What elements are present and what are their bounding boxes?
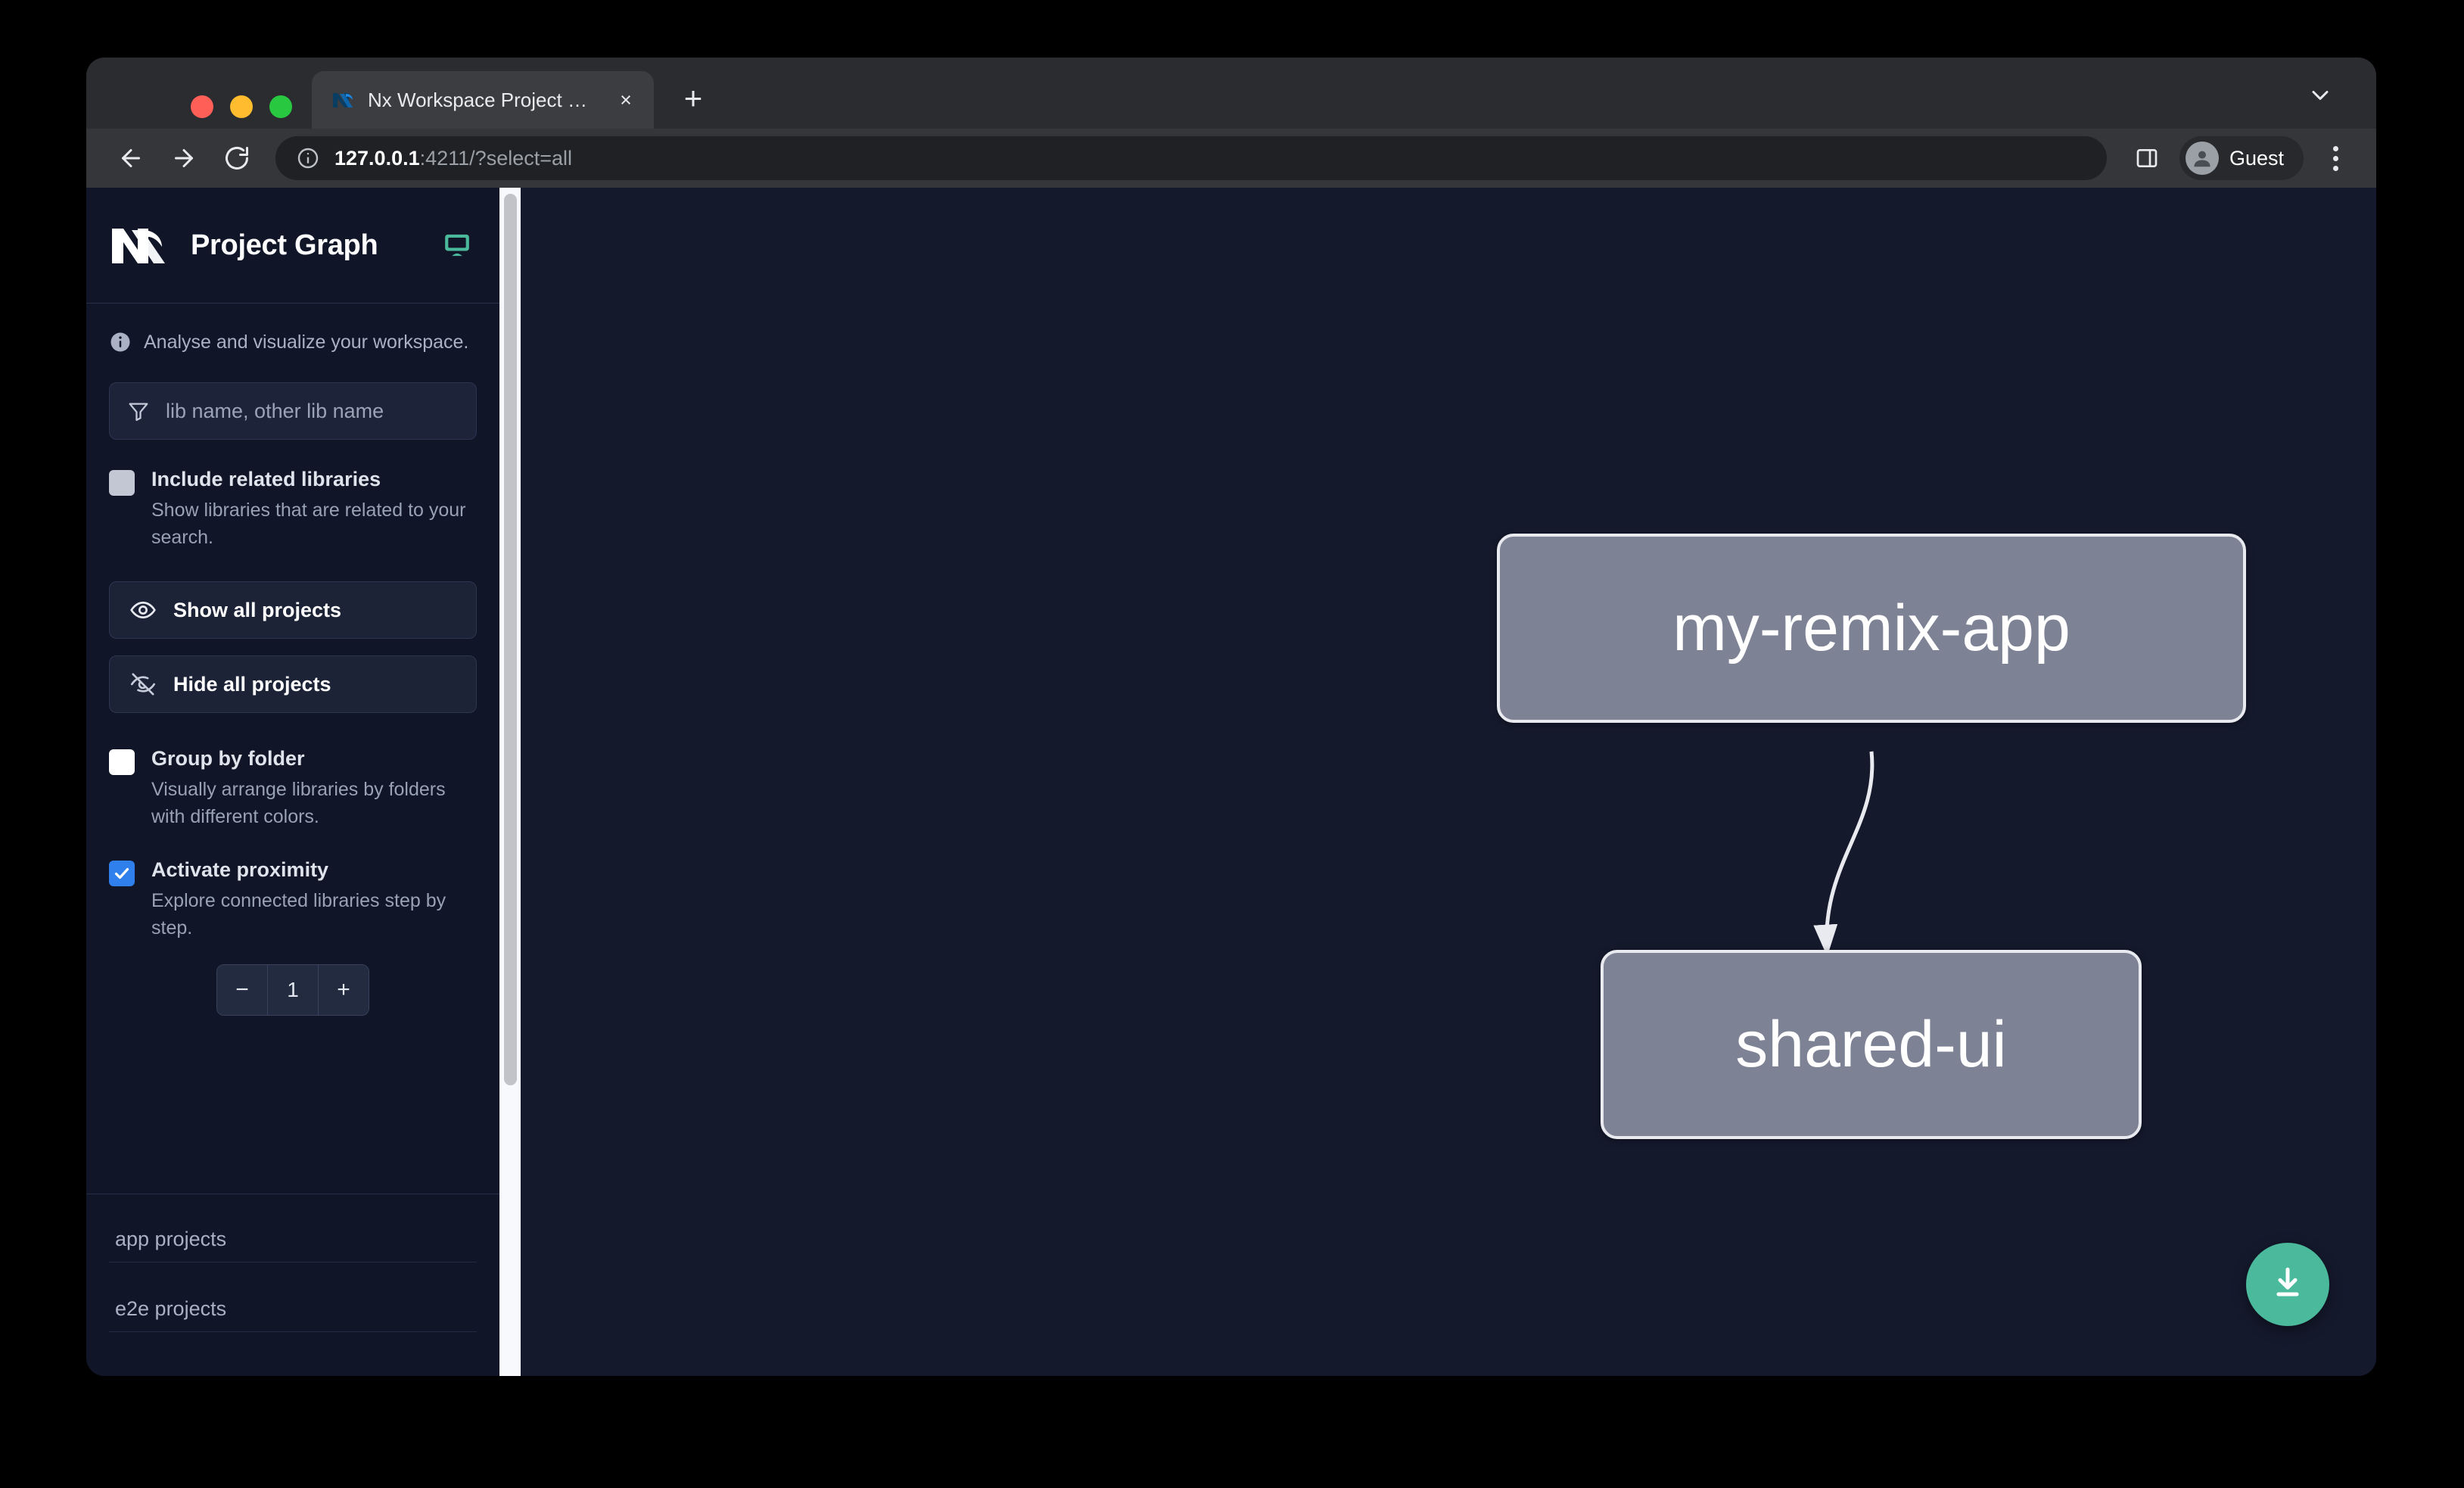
option-label: Group by folder xyxy=(151,747,305,770)
eye-icon xyxy=(129,596,157,624)
page-content: Project Graph xyxy=(86,188,2376,1376)
address-bar[interactable]: 127.0.0.1:4211/?select=all xyxy=(275,136,2107,180)
sidebar-bottom-padding xyxy=(86,1332,499,1376)
graph-node-shared-ui[interactable]: shared-ui xyxy=(1601,950,2142,1139)
eye-off-icon xyxy=(129,671,157,698)
sidebar-scrollbar[interactable] xyxy=(499,188,521,1376)
checkbox-include-related-libraries[interactable] xyxy=(109,470,135,496)
nx-logo xyxy=(109,223,173,268)
proximity-decrement-button[interactable]: − xyxy=(217,965,267,1015)
page-title: Project Graph xyxy=(191,229,378,261)
forward-arrow-icon[interactable] xyxy=(160,135,207,182)
new-tab-button[interactable]: + xyxy=(683,80,703,116)
three-dot-menu-icon[interactable] xyxy=(2314,137,2357,179)
tab-strip: Nx Workspace Project Graph × + xyxy=(86,58,2376,129)
proximity-stepper: − 1 + xyxy=(216,964,369,1016)
hide-all-projects-label: Hide all projects xyxy=(173,672,331,696)
option-label: Include related libraries xyxy=(151,468,381,490)
browser-tab[interactable]: Nx Workspace Project Graph × xyxy=(312,71,654,129)
browser-toolbar: 127.0.0.1:4211/?select=all Guest xyxy=(86,129,2376,188)
tab-title: Nx Workspace Project Graph xyxy=(368,88,601,111)
nx-favicon-icon xyxy=(330,87,356,113)
proximity-value: 1 xyxy=(267,965,319,1015)
project-group-e2e-projects[interactable]: e2e projects xyxy=(109,1262,477,1332)
search-input[interactable]: lib name, other lib name xyxy=(109,382,477,440)
funnel-filter-icon xyxy=(126,399,151,423)
project-group-app-projects[interactable]: app projects xyxy=(109,1194,477,1262)
monitor-icon[interactable] xyxy=(442,230,472,260)
graph-node-my-remix-app[interactable]: my-remix-app xyxy=(1497,534,2246,723)
option-include-related-libraries[interactable]: Include related libraries Show libraries… xyxy=(109,465,477,551)
close-window-button[interactable] xyxy=(191,95,213,118)
hide-all-projects-button[interactable]: Hide all projects xyxy=(109,655,477,713)
profile-button[interactable]: Guest xyxy=(2179,136,2304,180)
tagline-text: Analyse and visualize your workspace. xyxy=(144,331,469,353)
window-traffic-lights xyxy=(191,95,292,118)
show-all-projects-button[interactable]: Show all projects xyxy=(109,581,477,639)
download-graph-button[interactable] xyxy=(2246,1243,2329,1326)
site-info-icon[interactable] xyxy=(295,145,321,171)
option-description: Show libraries that are related to your … xyxy=(151,500,466,548)
back-arrow-icon[interactable] xyxy=(107,135,154,182)
show-all-projects-label: Show all projects xyxy=(173,598,342,621)
avatar xyxy=(2185,142,2219,175)
chevron-down-icon[interactable] xyxy=(2304,79,2337,112)
sidebar-scroll-area: lib name, other lib name Include related… xyxy=(86,375,499,1194)
maximize-window-button[interactable] xyxy=(269,95,292,118)
option-activate-proximity[interactable]: Activate proximity Explore connected lib… xyxy=(109,856,477,1016)
edge-my-remix-app-to-shared-ui xyxy=(1813,751,1874,957)
url-text: 127.0.0.1:4211/?select=all xyxy=(334,147,572,170)
option-group-by-folder[interactable]: Group by folder Visually arrange librari… xyxy=(109,745,477,830)
url-host: 127.0.0.1 xyxy=(334,146,420,170)
option-label: Activate proximity xyxy=(151,858,329,881)
sidebar-scrollbar-thumb[interactable] xyxy=(504,194,517,1085)
sidebar: Project Graph xyxy=(86,188,521,1376)
profile-name: Guest xyxy=(2229,146,2284,170)
header-divider xyxy=(86,303,499,304)
project-graph-canvas[interactable]: my-remix-app shared-ui xyxy=(521,188,2376,1376)
url-path: :4211/?select=all xyxy=(419,146,573,170)
sidebar-header: Project Graph xyxy=(86,188,499,303)
reload-icon[interactable] xyxy=(213,135,260,182)
sidebar-bottom: app projects e2e projects xyxy=(86,1194,499,1376)
minimize-window-button[interactable] xyxy=(230,95,253,118)
tagline: Analyse and visualize your workspace. xyxy=(86,304,499,375)
close-icon[interactable]: × xyxy=(620,88,632,111)
side-panel-icon[interactable] xyxy=(2125,136,2169,180)
graph-edges xyxy=(1813,751,1874,957)
proximity-increment-button[interactable]: + xyxy=(319,965,369,1015)
search-placeholder: lib name, other lib name xyxy=(166,399,384,422)
option-description: Visually arrange libraries by folders wi… xyxy=(151,779,446,827)
checkbox-activate-proximity[interactable] xyxy=(109,861,135,886)
project-groups: app projects e2e projects xyxy=(86,1194,499,1332)
checkbox-group-by-folder[interactable] xyxy=(109,749,135,775)
browser-window: Nx Workspace Project Graph × + xyxy=(86,58,2376,1376)
option-description: Explore connected libraries step by step… xyxy=(151,890,446,939)
info-icon xyxy=(109,331,132,353)
download-icon xyxy=(2269,1264,2307,1306)
